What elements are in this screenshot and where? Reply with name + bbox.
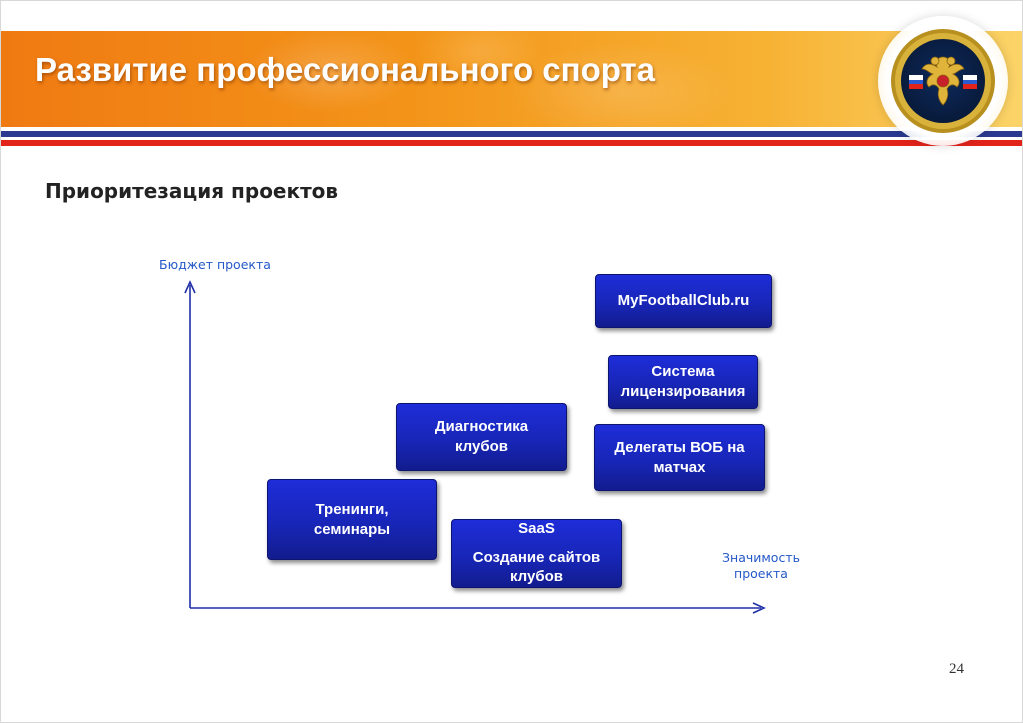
project-match-delegates: Делегаты ВОБ на матчах	[594, 424, 765, 491]
project-label: Диагностика	[434, 418, 529, 435]
emblem	[878, 16, 1008, 146]
project-myfootballclub: MyFootballClub.ru	[595, 274, 772, 328]
project-label: SaaS	[518, 520, 555, 537]
project-label-line: клубов	[509, 568, 563, 585]
project-label: матчах	[653, 458, 706, 476]
y-axis-label: Бюджет проекта	[159, 257, 271, 272]
x-axis-label: Значимость проекта	[707, 550, 815, 582]
project-label: клубов	[454, 438, 508, 455]
project-licensing-system: Система лицензирования	[608, 355, 758, 409]
project-label: MyFootballClub.ru	[617, 292, 750, 309]
x-axis-arrowhead	[752, 602, 766, 614]
project-trainings: Тренинги, семинары	[267, 479, 437, 560]
header-stripe-white	[1, 127, 1022, 131]
page-title: Развитие профессионального спорта	[35, 51, 655, 88]
header-stripe-blue	[1, 131, 1022, 137]
project-label-line: Создание сайтов	[472, 549, 601, 566]
project-label: Делегаты ВОБ на	[614, 438, 745, 456]
y-axis-arrowhead	[184, 280, 196, 294]
project-label: Тренинги,	[315, 500, 389, 518]
project-club-diagnostics: Диагностика клубов	[396, 403, 567, 471]
project-saas-club-sites: SaaS Создание сайтов клубов	[451, 519, 622, 588]
project-label: семинары	[313, 520, 391, 538]
header-stripe-gap	[1, 137, 1022, 140]
project-label: Система	[651, 363, 715, 380]
header-stripe-red	[1, 140, 1022, 146]
subtitle: Приоритезация проектов	[45, 179, 339, 203]
double-headed-eagle-emblem-icon	[891, 29, 995, 133]
x-axis-label-line2: проекта	[734, 566, 788, 581]
project-label: лицензирования	[620, 383, 746, 400]
x-axis-label-line1: Значимость	[722, 550, 800, 565]
project-label: Создание сайтов клубов	[473, 548, 601, 586]
header-band	[1, 31, 1022, 127]
page-number: 24	[949, 661, 964, 677]
